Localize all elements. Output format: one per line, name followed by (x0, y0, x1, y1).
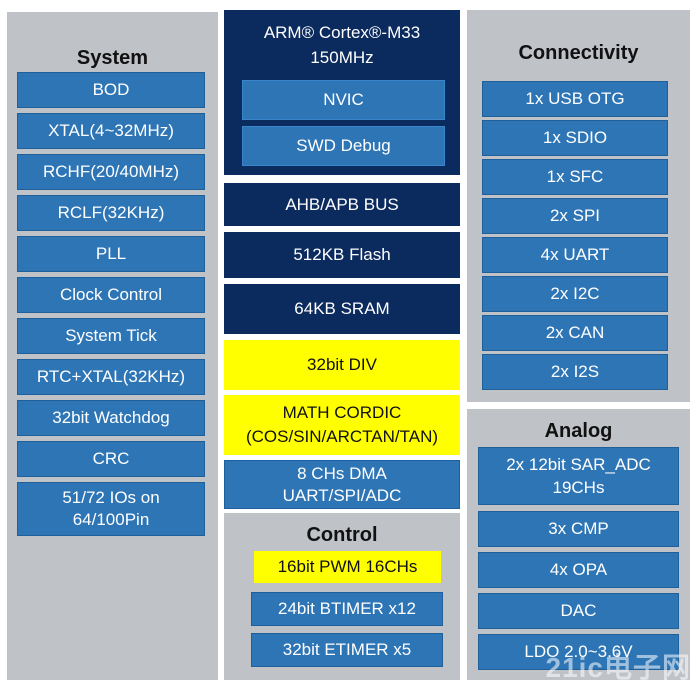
nvic-box: NVIC (242, 80, 445, 120)
connectivity-panel: Connectivity 1x USB OTG 1x SDIO 1x SFC 2… (467, 10, 690, 402)
analog-item-adc: 2x 12bit SAR_ADC 19CHs (478, 447, 679, 505)
system-item-rchf: RCHF(20/40MHz) (17, 154, 205, 190)
system-item-pll: PLL (17, 236, 205, 272)
system-item-xtal: XTAL(4~32MHz) (17, 113, 205, 149)
analog-title: Analog (544, 420, 613, 442)
control-item-btimer: 24bit BTIMER x12 (251, 592, 443, 626)
connectivity-item-sdio: 1x SDIO (482, 120, 668, 156)
swd-debug-box: SWD Debug (242, 126, 445, 166)
analog-item-opa: 4x OPA (478, 552, 679, 588)
connectivity-title: Connectivity (518, 42, 639, 64)
connectivity-item-spi: 2x SPI (482, 198, 668, 234)
system-item-watchdog: 32bit Watchdog (17, 400, 205, 436)
connectivity-item-i2s: 2x I2S (482, 354, 668, 390)
system-item-rtc: RTC+XTAL(32KHz) (17, 359, 205, 395)
control-panel: Control 16bit PWM 16CHs 24bit BTIMER x12… (224, 513, 460, 680)
core-title: ARM® Cortex®-M33 150MHz (263, 23, 421, 67)
sram-box: 64KB SRAM (224, 284, 460, 334)
system-panel: System BOD XTAL(4~32MHz) RCHF(20/40MHz) … (7, 12, 218, 680)
watermark-logo: 21ic电子网 (545, 652, 691, 683)
control-item-etimer: 32bit ETIMER x5 (251, 633, 443, 667)
bus-box: AHB/APB BUS (224, 183, 460, 226)
connectivity-item-usb-otg: 1x USB OTG (482, 81, 668, 117)
analog-item-ldo: LDO 2.0~3.6V (478, 634, 679, 670)
system-item-system-tick: System Tick (17, 318, 205, 354)
control-title: Control (306, 524, 378, 546)
analog-item-cmp: 3x CMP (478, 511, 679, 547)
connectivity-item-sfc: 1x SFC (482, 159, 668, 195)
system-item-clock-control: Clock Control (17, 277, 205, 313)
system-item-ios: 51/72 IOs on 64/100Pin (17, 482, 205, 536)
system-item-rclf: RCLF(32KHz) (17, 195, 205, 231)
connectivity-item-i2c: 2x I2C (482, 276, 668, 312)
connectivity-item-can: 2x CAN (482, 315, 668, 351)
analog-panel: Analog 2x 12bit SAR_ADC 19CHs 3x CMP 4x … (467, 409, 690, 680)
analog-item-dac: DAC (478, 593, 679, 629)
dma-box: 8 CHs DMA UART/SPI/ADC (224, 460, 460, 509)
connectivity-item-uart: 4x UART (482, 237, 668, 273)
system-title: System (76, 47, 149, 69)
system-item-bod: BOD (17, 72, 205, 108)
control-item-pwm: 16bit PWM 16CHs (254, 551, 441, 583)
cordic-box: MATH CORDIC (COS/SIN/ARCTAN/TAN) (224, 395, 460, 455)
div-box: 32bit DIV (224, 340, 460, 390)
flash-box: 512KB Flash (224, 232, 460, 278)
system-item-crc: CRC (17, 441, 205, 477)
